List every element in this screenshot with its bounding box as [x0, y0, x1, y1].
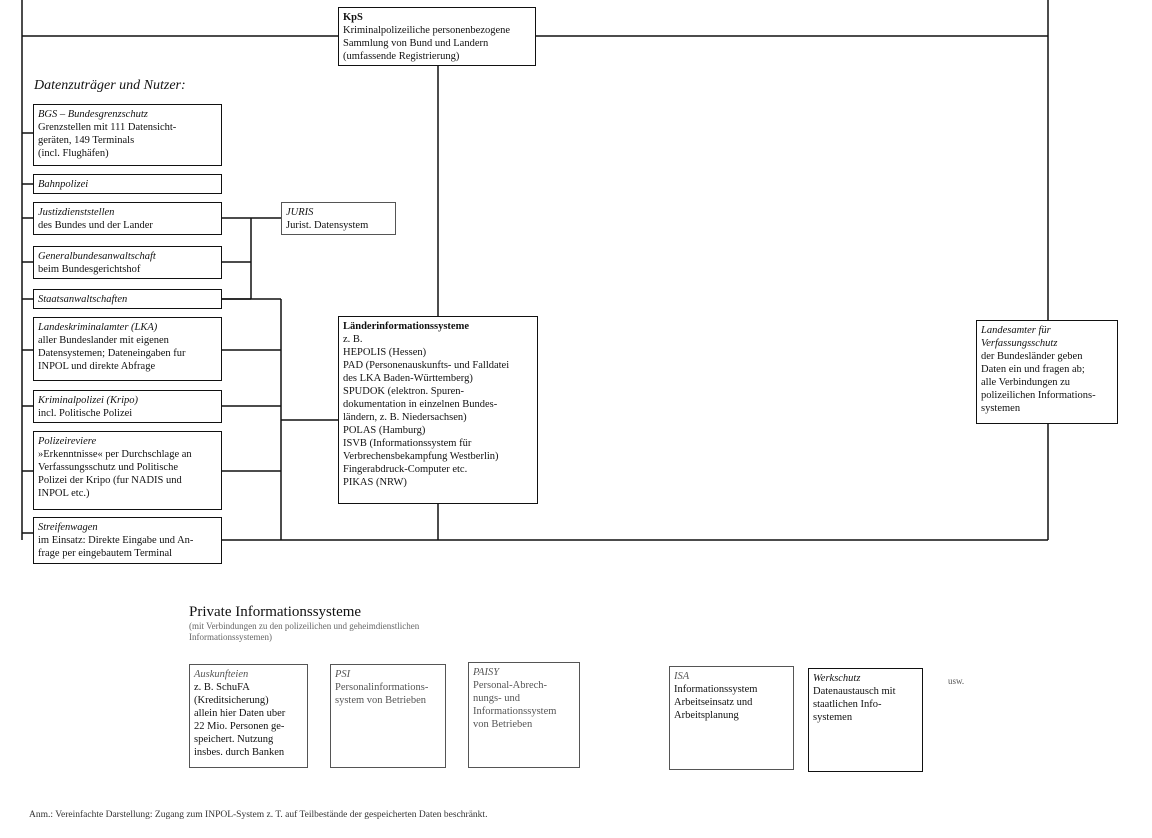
staats-node: Staatsanwaltschaften [33, 289, 222, 309]
private-box-title: PSI [335, 669, 351, 680]
staats-title: Staatsanwaltschaften [38, 294, 128, 305]
bgs-body: Grenzstellen mit 111 Datensicht- geräten… [38, 122, 177, 159]
reviere-body: »Erkenntnisse« per Durchschlage an Verfa… [38, 449, 192, 499]
lka-body: aller Bundeslander mit eigenen Datensyst… [38, 335, 186, 372]
juris-body: Jurist. Datensystem [286, 220, 369, 231]
kripo-node: Kriminalpolizei (Kripo) incl. Politische… [33, 390, 222, 423]
reviere-title: Polizeireviere [38, 436, 97, 447]
section-heading: Datenzuträger und Nutzer: [34, 78, 186, 93]
private-box-body: Datenaustausch mit staatlichen Info- sys… [813, 686, 896, 723]
lfv-title: Landesamter für Verfassungsschutz [981, 325, 1058, 349]
lka-node: Landeskriminalamter (LKA) aller Bundesla… [33, 317, 222, 381]
gba-node: Generalbundesanwaltschaft beim Bundesger… [33, 246, 222, 279]
private-title: Private Informationssysteme [189, 604, 362, 620]
justiz-body: des Bundes und der Lander [38, 220, 153, 231]
private-box-paisy: PAISY Personal-Abrech- nungs- und Inform… [468, 662, 580, 768]
gba-title: Generalbundesanwaltschaft [38, 251, 156, 262]
kps-node: KpS Kriminalpolizeiliche personenbezogen… [338, 7, 536, 66]
private-box-body: Personal-Abrech- nungs- und Informations… [473, 680, 557, 730]
private-box-werkschutz: Werkschutz Datenaustausch mit staatliche… [808, 668, 923, 772]
etc-label: usw. [948, 676, 965, 686]
kripo-title: Kriminalpolizei (Kripo) [38, 395, 139, 406]
juris-node: JURIS Jurist. Datensystem [281, 202, 396, 235]
bgs-node: BGS – Bundesgrenzschutz Grenzstellen mit… [33, 104, 222, 166]
private-box-body: Personalinformations- system von Betrieb… [335, 682, 429, 706]
private-box-title: PAISY [473, 667, 500, 678]
bgs-title: BGS – Bundesgrenzschutz [38, 109, 148, 120]
private-box-title: Auskunfteien [194, 669, 249, 680]
lka-title: Landeskriminalamter (LKA) [38, 322, 158, 333]
juris-title: JURIS [286, 207, 314, 218]
private-subtitle: (mit Verbindungen zu den polizeilichen u… [189, 621, 420, 642]
streife-node: Streifenwagen im Einsatz: Direkte Eingab… [33, 517, 222, 564]
laender-title: Länderinformationssysteme [343, 321, 469, 332]
reviere-node: Polizeireviere »Erkenntnisse« per Durchs… [33, 431, 222, 510]
laender-node: Länderinformationssysteme z. B. HEPOLIS … [338, 316, 538, 504]
private-box-title: ISA [674, 671, 690, 682]
private-box-auskunfteien: Auskunfteien z. B. SchuFA (Kreditsicheru… [189, 664, 308, 768]
private-box-isa: ISA Informationssystem Arbeitseinsatz un… [669, 666, 794, 770]
private-box-body: z. B. SchuFA (Kreditsicherung) allein hi… [194, 682, 286, 758]
justiz-node: Justizdienststellen des Bundes und der L… [33, 202, 222, 235]
justiz-title: Justizdienststellen [38, 207, 115, 218]
streife-body: im Einsatz: Direkte Eingabe und An- frag… [38, 535, 194, 559]
kps-body: Kriminalpolizeiliche personenbezogene Sa… [343, 25, 511, 62]
kps-title: KpS [343, 12, 363, 23]
bahn-node: Bahnpolizei [33, 174, 222, 194]
lfv-node: Landesamter für Verfassungsschutz der Bu… [976, 320, 1118, 424]
bahn-title: Bahnpolizei [38, 179, 89, 190]
lfv-body: der Bundesländer geben Daten ein und fra… [981, 351, 1096, 414]
private-box-title: Werkschutz [813, 673, 861, 684]
footnote: Anm.: Vereinfachte Darstellung: Zugang z… [29, 810, 488, 820]
streife-title: Streifenwagen [38, 522, 98, 533]
private-box-body: Informationssystem Arbeitseinsatz und Ar… [674, 684, 758, 721]
kripo-body: incl. Politische Polizei [38, 408, 133, 419]
private-box-psi: PSI Personalinformations- system von Bet… [330, 664, 446, 768]
laender-body: z. B. HEPOLIS (Hessen) PAD (Personenausk… [343, 334, 510, 488]
gba-body: beim Bundesgerichtshof [38, 264, 141, 275]
